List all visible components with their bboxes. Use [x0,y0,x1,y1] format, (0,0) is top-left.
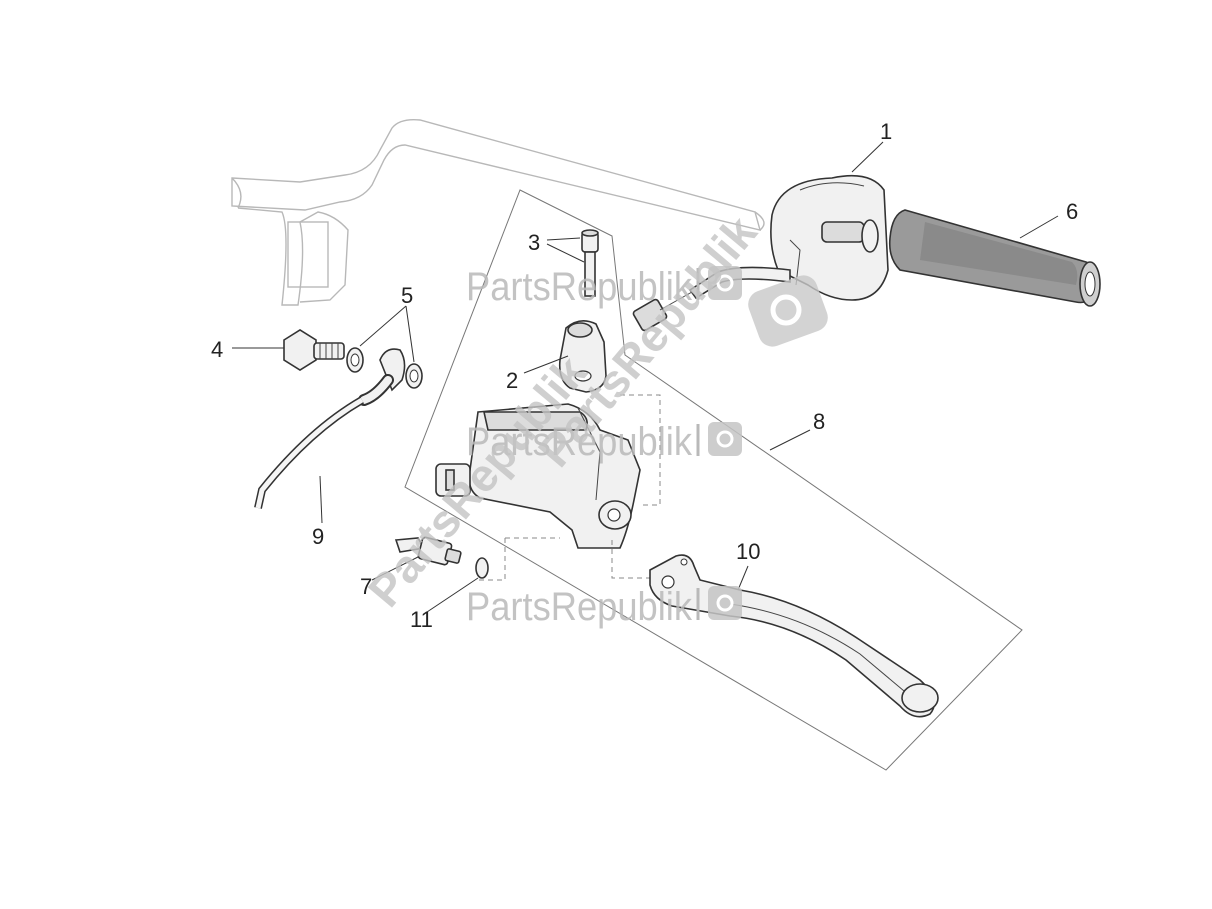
watermark-gear-large [748,275,828,347]
master-cylinder [435,394,661,581]
watermark-1: PartsRepublik [466,265,742,309]
callout-7: 7 [360,574,372,599]
handlebar-clamp [558,320,607,393]
clamp-screw [581,229,599,297]
clutch-hose [254,348,406,509]
watermark-2: PartsRepublik [466,420,742,464]
gear-logo-icon [708,586,742,620]
leader-lines [232,141,1059,615]
svg-text:PartsRepublik: PartsRepublik [466,585,693,629]
callout-3: 3 [528,230,540,255]
callout-4: 4 [211,337,223,362]
callout-11: 11 [410,607,433,632]
handle-grip [888,209,1101,307]
callout-9: 9 [312,524,324,549]
callout-6: 6 [1066,199,1078,224]
gear-logo-icon [708,422,742,456]
sealing-washers [346,347,423,389]
banjo-bolt [283,329,345,371]
watermark-3: PartsRepublik [466,585,742,629]
callout-8: 8 [813,409,825,434]
svg-text:PartsRepublik: PartsRepublik [466,265,693,309]
stop-switch [394,536,462,566]
kit-boundary [404,189,1023,771]
gear-logo-icon [708,266,742,300]
handlebar-outline [231,118,765,306]
svg-text:PartsRepublik: PartsRepublik [466,420,693,464]
callout-2: 2 [506,368,518,393]
gear-logo-icon [748,275,828,347]
callout-5: 5 [401,283,413,308]
callout-10: 10 [736,539,760,564]
clutch-lever [649,554,939,718]
callout-1: 1 [880,119,892,144]
o-ring [475,557,489,579]
switch-housing [632,174,889,332]
